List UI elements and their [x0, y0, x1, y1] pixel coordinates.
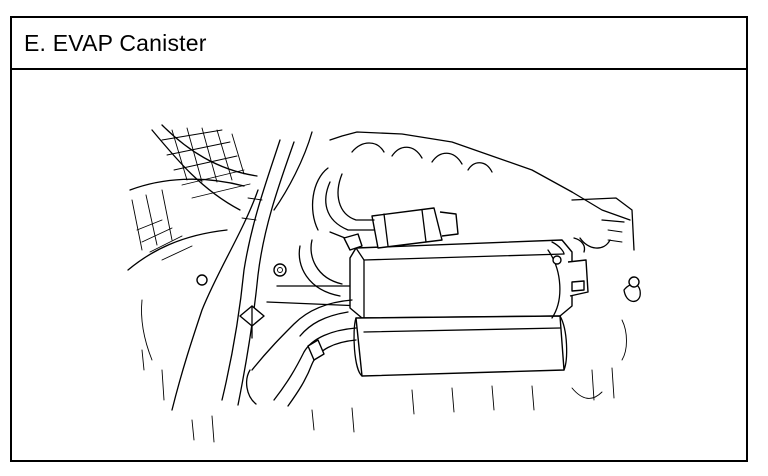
canister-body	[349, 239, 573, 377]
chassis-member	[571, 197, 635, 251]
canister-bracket	[567, 237, 589, 297]
figure-frame: E. EVAP Canister	[10, 16, 748, 462]
purge-hoses	[245, 299, 357, 407]
floor-texture	[141, 299, 627, 443]
evap-canister-illustration	[12, 70, 746, 460]
vacuum-valve	[371, 207, 459, 249]
hose-loop	[298, 167, 375, 297]
bolt-heads	[196, 255, 640, 288]
corrugated-hose	[127, 124, 258, 271]
figure-title: E. EVAP Canister	[24, 29, 207, 56]
figure-header: E. EVAP Canister	[12, 18, 746, 70]
wiring-harness	[171, 131, 313, 411]
mounting-clip	[239, 305, 265, 339]
line-drawing	[127, 124, 641, 443]
